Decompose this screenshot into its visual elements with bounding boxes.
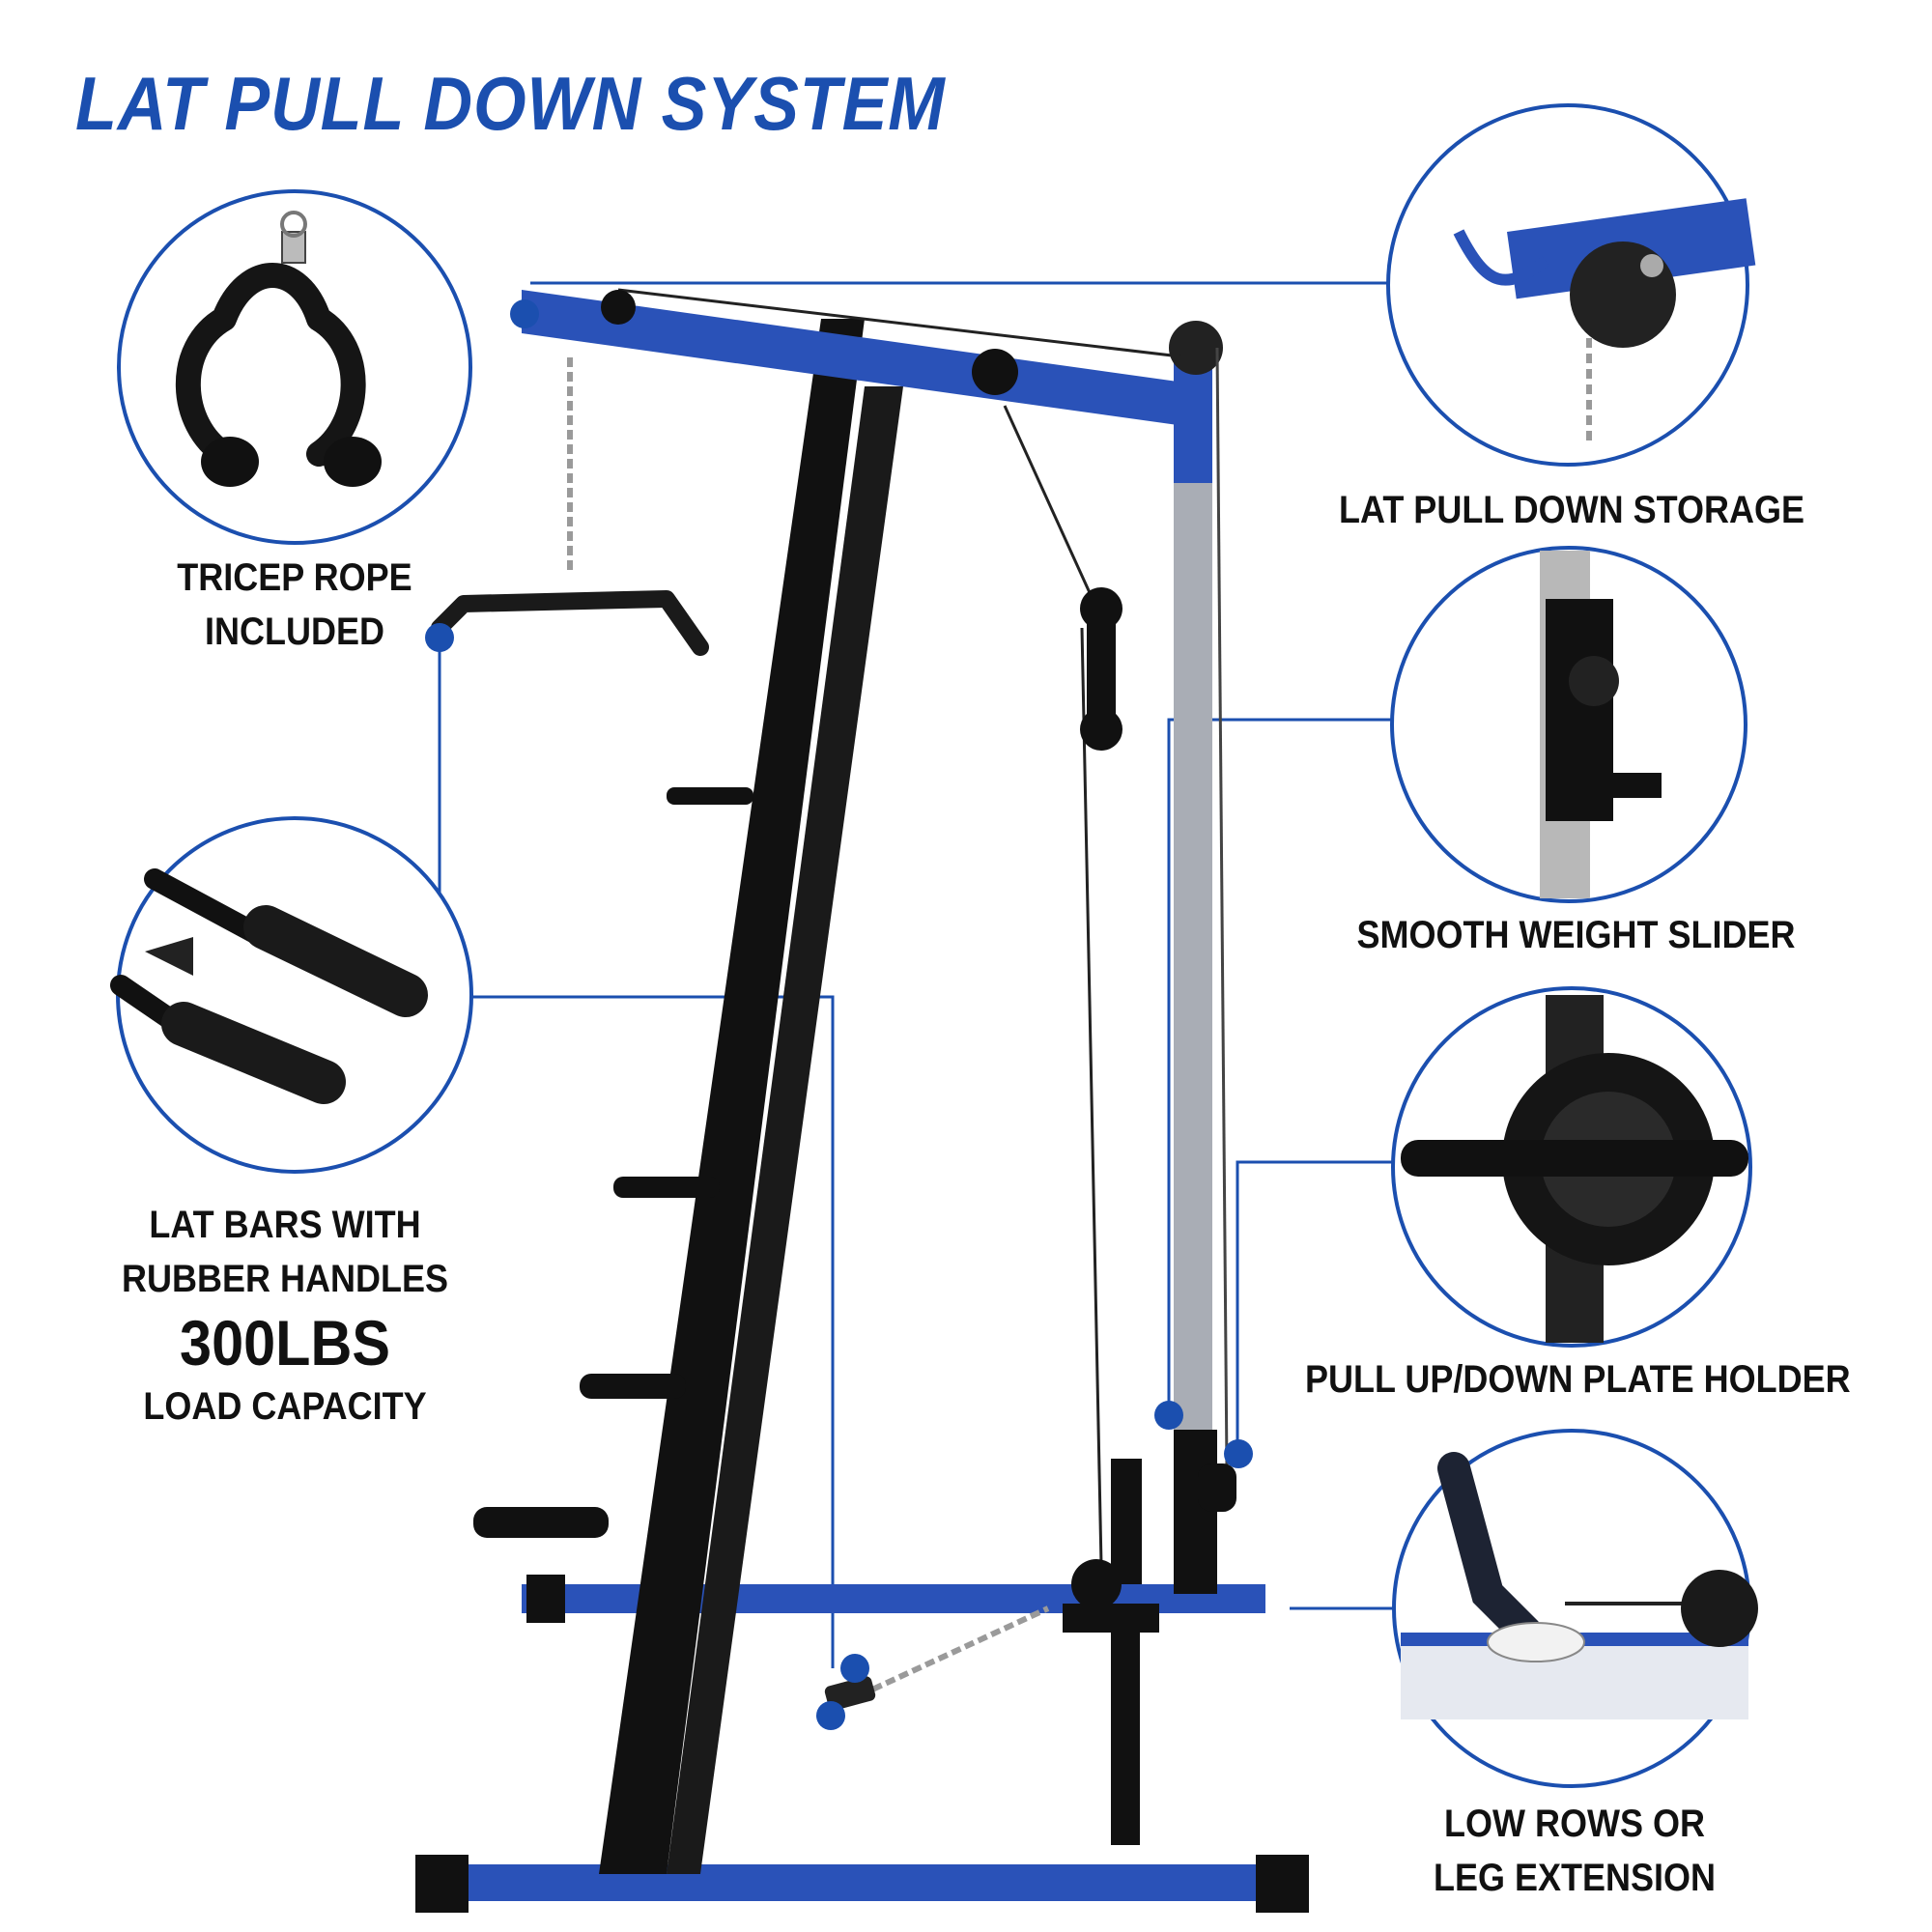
- weight-slider-image: [1540, 551, 1662, 898]
- low-rows-line2: LEG EXTENSION: [1433, 1857, 1717, 1899]
- tricep-rope-line1: TRICEP ROPE: [177, 556, 412, 599]
- lat-bars-label: LAT BARS WITH RUBBER HANDLES 300LBS LOAD…: [111, 1198, 459, 1434]
- plate-holder-text: PULL UP/DOWN PLATE HOLDER: [1305, 1358, 1851, 1401]
- tricep-rope-image: [175, 211, 382, 487]
- low-rows-line1: LOW ROWS OR: [1444, 1803, 1705, 1845]
- storage-label: LAT PULL DOWN STORAGE: [1339, 483, 1804, 537]
- load-capacity-unit: LBS: [275, 1307, 390, 1378]
- low-rows-label: LOW ROWS OR LEG EXTENSION: [1418, 1797, 1731, 1905]
- tricep-rope-line2: INCLUDED: [204, 611, 384, 653]
- lat-bars-line1: LAT BARS WITH: [149, 1204, 421, 1246]
- lat-pulldown-machine: [415, 288, 1309, 1913]
- callout-dots: [425, 299, 1253, 1730]
- storage-text: LAT PULL DOWN STORAGE: [1339, 489, 1804, 531]
- page-title: LAT PULL DOWN SYSTEM: [75, 61, 946, 146]
- callout-lines: [438, 281, 1403, 1668]
- tricep-rope-label: TRICEP ROPE INCLUDED: [160, 551, 430, 659]
- plate-holder-label: PULL UP/DOWN PLATE HOLDER: [1305, 1352, 1851, 1406]
- low-rows-image: [1401, 1452, 1758, 1719]
- storage-hook-image: [1453, 198, 1756, 444]
- lat-bar-handles-image: [110, 868, 428, 1104]
- load-capacity-value: 300LBS: [111, 1306, 459, 1379]
- slider-text: SMOOTH WEIGHT SLIDER: [1356, 914, 1796, 956]
- lat-bars-line2: RUBBER HANDLES: [121, 1258, 449, 1300]
- load-capacity-caption: LOAD CAPACITY: [143, 1385, 427, 1428]
- slider-label: SMOOTH WEIGHT SLIDER: [1356, 908, 1796, 962]
- load-capacity-number: 300: [180, 1307, 276, 1378]
- plate-holder-image: [1401, 995, 1748, 1343]
